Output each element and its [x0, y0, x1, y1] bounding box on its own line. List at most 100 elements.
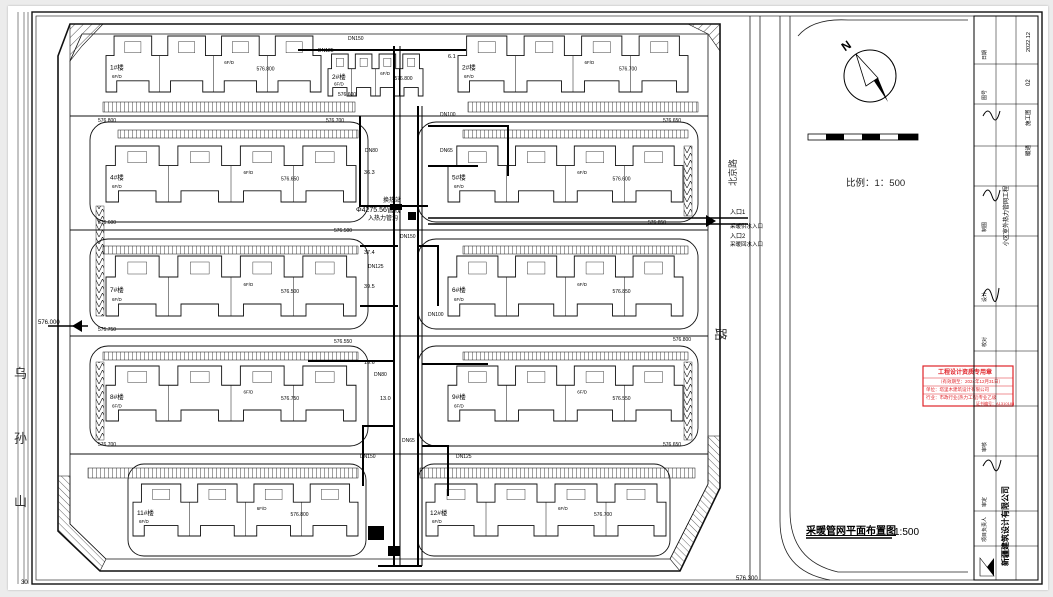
elevation-label: 576.650 — [663, 442, 681, 448]
building-floors: 6F/D — [112, 74, 123, 79]
valve-markers — [72, 204, 716, 556]
building-floors: 6F/D — [454, 403, 465, 408]
parking-rows — [87, 101, 699, 479]
building-floors: 6F/D — [112, 297, 123, 302]
pipe-size-label: DN150 — [360, 454, 376, 460]
dimension-label: 39.5 — [364, 284, 375, 290]
elevation-label: 576.700 — [98, 442, 116, 448]
building-floors: 6F/D — [432, 519, 443, 524]
title-block-label: 项目负责人 — [981, 517, 988, 542]
site-plan: 乌 孙 山 路 北京路 — [14, 11, 1043, 586]
building-label: 12#楼 — [430, 508, 448, 517]
title-block-label: 制图 — [981, 222, 988, 232]
building-floors: 6F/D — [244, 170, 255, 175]
building-floors: 6F/D — [244, 390, 255, 395]
building-floors: 6F/D — [112, 403, 123, 408]
svg-text:入热力管沟: 入热力管沟 — [368, 214, 398, 222]
pipe-size-label: DN125 — [368, 264, 384, 270]
building-label: 7#楼 — [110, 285, 124, 294]
elevation-label: 576.600 — [98, 220, 116, 226]
binding-strip — [17, 12, 29, 584]
building-floors: 6F/D — [464, 74, 475, 79]
svg-text:行业：市政行业(热力工程)专业乙级: 行业：市政行业(热力工程)专业乙级 — [926, 394, 997, 401]
building-label: 11#楼 — [137, 508, 154, 517]
svg-text:（有效期至：2024年12月31日）: （有效期至：2024年12月31日） — [938, 378, 1003, 385]
dimension-label: 13.0 — [380, 396, 391, 402]
building-label: 6#楼 — [452, 285, 466, 294]
svg-text:工程设计资质专用章: 工程设计资质专用章 — [938, 368, 992, 376]
dimension-label: 36.3 — [364, 170, 375, 176]
svg-text:乌: 乌 — [14, 366, 27, 381]
building-elevation: 576.750 — [281, 396, 299, 402]
building-label: 2#楼 — [462, 63, 476, 72]
elevation-label: 576.700 — [326, 118, 344, 124]
title-block-label: 审定 — [981, 497, 988, 507]
heating-pipes — [48, 46, 748, 567]
elevation-label: 576.750 — [98, 327, 116, 333]
building-floors: 6F/D — [224, 60, 235, 65]
svg-text:暖通: 暖通 — [1024, 144, 1032, 156]
svg-text:1:500: 1:500 — [894, 527, 919, 538]
pipe-size-label: DN100 — [440, 112, 456, 118]
title-block-label: 设计 — [981, 292, 988, 302]
dimension-label: 19.6 — [364, 360, 375, 366]
building-label: 8#楼 — [110, 392, 124, 401]
building-floors: 6F/D — [585, 60, 596, 65]
dimension-labels: 36.3 37.4 39.5 19.6 13.0 6.1 — [364, 54, 456, 402]
building-floors: 6F/D — [334, 82, 345, 87]
svg-text:施工图: 施工图 — [1024, 109, 1032, 126]
building-elevation: 576.650 — [281, 177, 299, 183]
building-floors: 6F/D — [380, 71, 391, 76]
building-elevation: 576.800 — [395, 76, 413, 82]
svg-text:采暖回水入口: 采暖回水入口 — [730, 240, 763, 248]
building-elevation: 576.800 — [257, 67, 275, 73]
elevation-label: 576.800 — [673, 337, 691, 343]
pipe-size-label: DN150 — [348, 36, 364, 42]
page-number: 30 — [21, 580, 28, 586]
building-elevation: 576.600 — [613, 177, 631, 183]
dimension-label: 6.1 — [448, 54, 456, 60]
pipe-size-label: DN80 — [365, 148, 378, 154]
title-block: 新疆建筑设计有限公司 小区室外热力管网工程 02 2022.12 施工图 暖通 … — [973, 15, 1039, 581]
elevation-label: 576.850 — [648, 220, 666, 226]
elevation-label: 576.600 — [338, 92, 356, 98]
elevation-label: 576.650 — [663, 118, 681, 124]
building-elevation: 576.550 — [613, 396, 631, 402]
heat-station: 换热站 Φ4275.56管线 入热力管沟 — [356, 196, 401, 222]
building-floors: 6F/D — [577, 170, 588, 175]
svg-text:证书编号：A1310188: 证书编号：A1310188 — [976, 400, 1015, 406]
svg-text:Φ4275.56管线: Φ4275.56管线 — [356, 205, 401, 214]
pipe-size-label: DN125 — [318, 48, 334, 54]
building-elevation: 576.800 — [291, 512, 309, 518]
svg-text:新疆建筑设计有限公司: 新疆建筑设计有限公司 — [1000, 486, 1010, 566]
building-elevation: 576.850 — [613, 289, 631, 295]
drawing-title: 采暖管网平面布置图 1:500 — [805, 524, 919, 539]
building-label: 2#楼 — [332, 72, 346, 81]
svg-text:入口1: 入口1 — [730, 209, 746, 216]
elevation-label: 576.500 — [334, 228, 352, 234]
pipe-size-label: DN125 — [456, 454, 472, 460]
dimension-label: 37.4 — [364, 250, 375, 256]
building: 8#楼 6F/D 6F/D 576.750 — [105, 365, 357, 422]
left-elevation: 576.000 — [38, 320, 60, 326]
pipe-size-label: DN65 — [402, 438, 415, 444]
east-road — [749, 16, 968, 581]
svg-text:入口2: 入口2 — [730, 233, 746, 240]
drawing-sheet: 乌 孙 山 路 北京路 — [8, 6, 1048, 590]
building-label: 5#楼 — [452, 173, 466, 182]
bottom-elevation: 576.300 — [736, 576, 758, 582]
svg-text:比例：1：500: 比例：1：500 — [846, 177, 905, 189]
svg-text:2022.12: 2022.12 — [1026, 32, 1032, 52]
svg-text:02: 02 — [1026, 79, 1032, 86]
title-block-label: 日期 — [982, 50, 988, 60]
corner-greenery — [57, 23, 721, 572]
